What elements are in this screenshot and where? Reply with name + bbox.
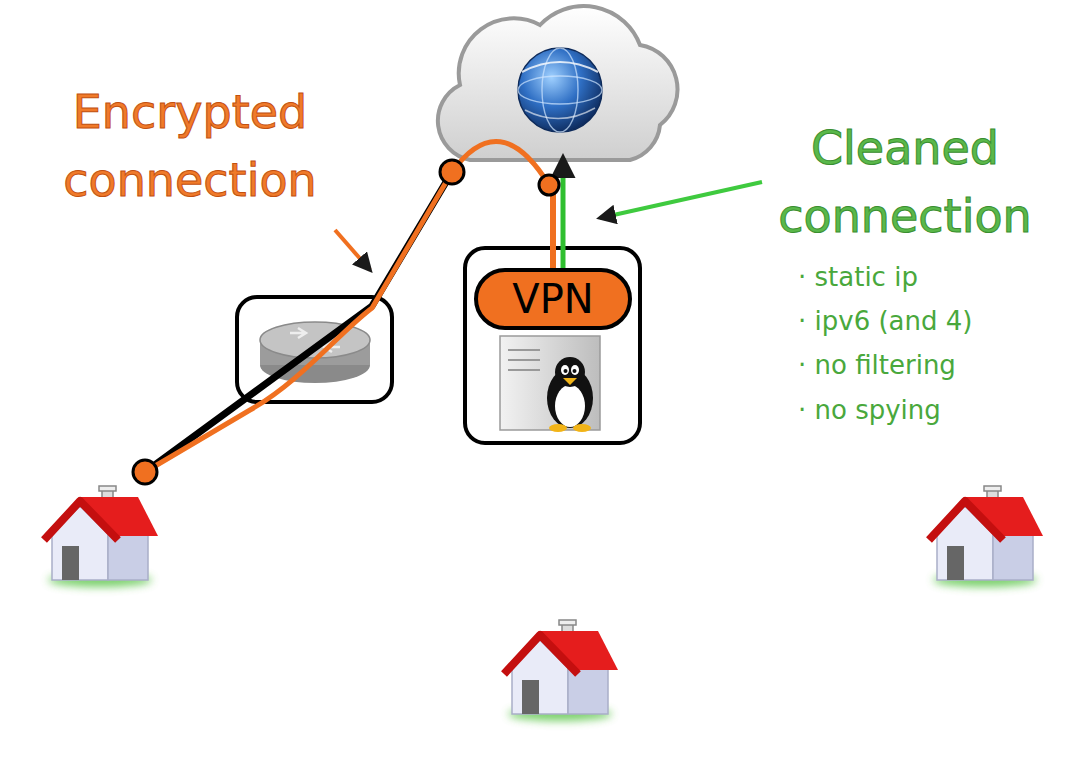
feature-item: · no spying	[798, 388, 1068, 432]
callout-title: Cleaned connection	[755, 114, 1055, 250]
house-icon	[929, 486, 1043, 587]
penguin-icon	[547, 357, 593, 432]
feature-item: · no filtering	[798, 343, 1068, 387]
endpoint-dot	[539, 175, 559, 195]
endpoint-dot	[440, 160, 464, 184]
node-label: VPN	[512, 276, 593, 322]
feature-item: · static ip	[798, 255, 1068, 299]
house-icon	[44, 486, 158, 587]
feature-item: · ipv6 (and 4)	[798, 299, 1068, 343]
house-icon	[504, 620, 618, 721]
vpn-pill: VPN	[474, 268, 632, 330]
leader-line	[335, 230, 370, 270]
callout-title: Encrypted connection	[40, 78, 340, 214]
cable-line	[145, 172, 452, 472]
endpoint-dot	[133, 460, 157, 484]
internet-cloud	[438, 6, 678, 160]
server-box	[465, 248, 640, 443]
cleaned-line	[561, 158, 566, 268]
leader-line	[600, 182, 762, 218]
encrypted-line	[550, 190, 556, 268]
